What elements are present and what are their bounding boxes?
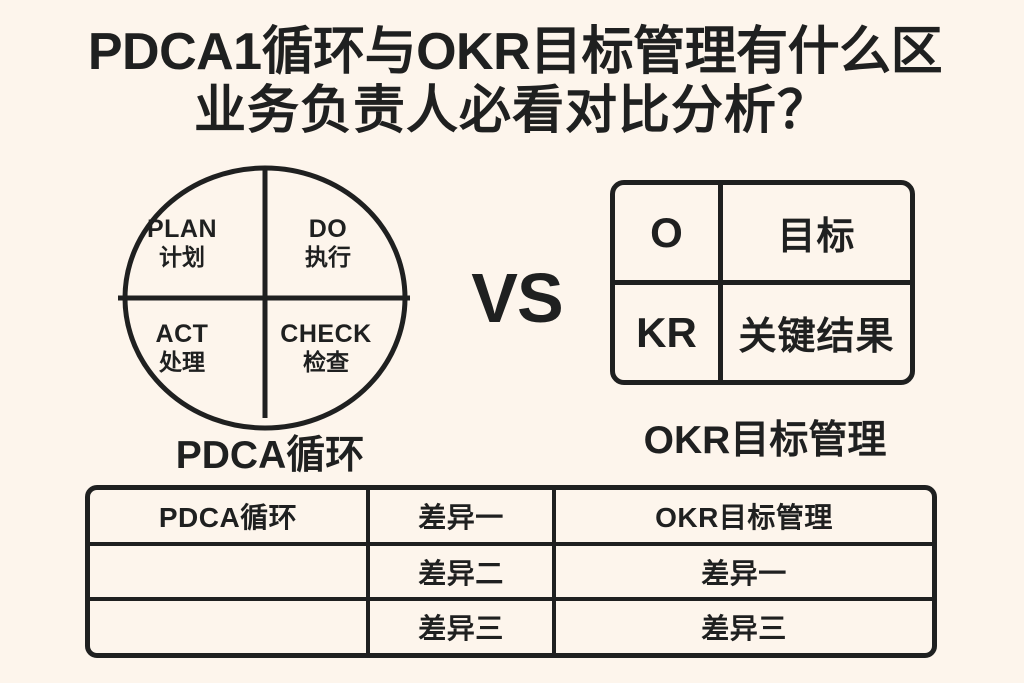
table-cell-r3c2: 差异三	[366, 601, 556, 653]
pdca-quadrant-do-cn: 执行	[305, 244, 351, 270]
table-row: 差异二 差异一	[90, 541, 932, 598]
table-cell-r2c2: 差异二	[366, 545, 556, 598]
pdca-quadrant-check-en: CHECK	[280, 320, 372, 348]
okr-box-diagram: O 目标 KR 关键结果	[610, 180, 915, 385]
title-line-2: 业务负责人必看对比分析？	[193, 82, 830, 141]
page-title: PDCA1循环与OKR目标管理有什么区 业务负责人必看对比分析？	[0, 23, 1024, 141]
pdca-quadrant-plan-cn: 计划	[159, 244, 205, 270]
table-cell-r1c3: OKR目标管理	[655, 501, 833, 533]
okr-key-kr: KR	[615, 285, 723, 380]
pdca-quadrant-do-en: DO	[308, 215, 348, 243]
versus-label: VS	[471, 259, 563, 337]
okr-value-key-results: 关键结果	[738, 316, 895, 358]
okr-row-objective: O 目标	[615, 185, 910, 285]
comparison-table: PDCA循环 差异一 OKR目标管理 差异二 差异一 差异三 差异三	[85, 485, 937, 658]
pdca-quadrant-plan: PLAN 计划	[116, 215, 248, 271]
table-cell-r2c3: 差异一	[701, 557, 787, 589]
title-line-1: PDCA1循环与OKR目标管理有什么区	[87, 23, 943, 81]
pdca-quadrant-act-en: ACT	[155, 320, 209, 348]
table-row: 差异三 差异三	[90, 597, 932, 653]
pdca-quadrant-plan-en: PLAN	[146, 215, 218, 243]
pdca-quadrant-do: DO 执行	[262, 215, 394, 271]
table-cell-r1c2: 差异一	[366, 490, 556, 542]
okr-row-key-results: KR 关键结果	[615, 285, 910, 380]
table-cell-r3c3: 差异三	[701, 613, 787, 645]
pdca-quadrant-check-cn: 检查	[303, 349, 349, 375]
okr-caption: OKR目标管理	[643, 419, 887, 462]
pdca-quadrant-act: ACT 处理	[116, 320, 248, 376]
table-row: PDCA循环 差异一 OKR目标管理	[90, 490, 932, 542]
pdca-quadrant-check: CHECK 检查	[260, 320, 392, 376]
pdca-caption: PDCA循环	[175, 434, 365, 477]
okr-value-objective: 目标	[777, 216, 856, 258]
table-cell-r2c1	[90, 546, 366, 598]
pdca-circle-graphic	[118, 165, 410, 431]
okr-key-o: O	[615, 185, 723, 280]
table-cell-r3c1	[90, 601, 366, 653]
table-cell-r1c1: PDCA循环	[158, 501, 298, 533]
pdca-wheel-diagram: PLAN 计划 DO 执行 ACT 处理 CHECK 检查	[110, 160, 430, 435]
pdca-quadrant-act-cn: 处理	[159, 349, 205, 375]
